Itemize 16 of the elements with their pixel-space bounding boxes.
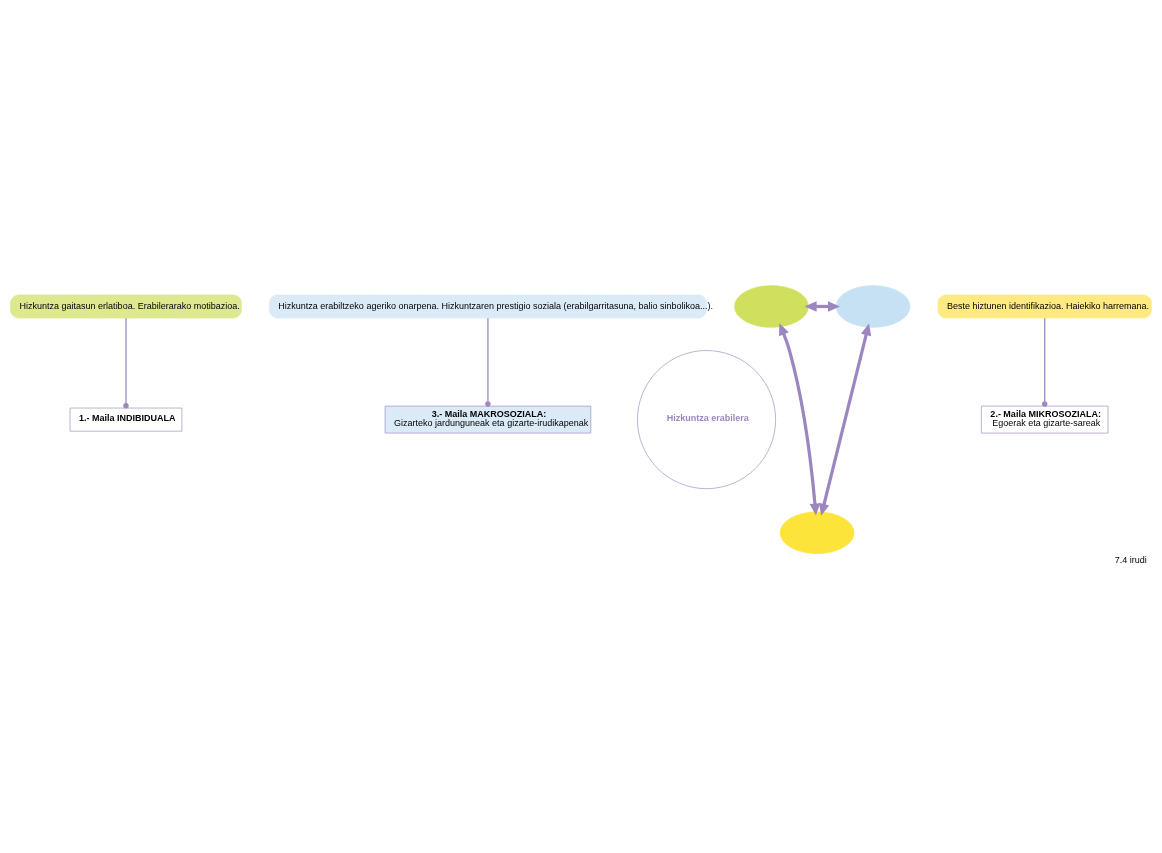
node-box: 3.- Maila MAKROSOZIALA: Gizarteko jardunguneak eta gizarte-irudikapenak [384, 405, 592, 433]
connector [485, 317, 491, 407]
arrow [818, 322, 872, 516]
node-box: 1.- Maila INDIBIDUALA [69, 407, 183, 431]
node-circle: Hizkuntza erabilera [637, 349, 776, 489]
node-arc [779, 511, 855, 554]
node-arc [734, 284, 809, 328]
node-box: 2.- Maila MIKROSOZIALA: Egoerak eta gizarte-sareak [981, 405, 1109, 433]
caption: 7.4 irudi [1114, 554, 1147, 565]
arrow [779, 322, 821, 516]
node-box: Hizkuntza gaitasun erlatiboa. Erabilerarako motibazioa. [10, 294, 242, 318]
arrow [804, 300, 841, 312]
connector [1042, 317, 1048, 407]
connector [123, 317, 129, 408]
node-arc [835, 284, 911, 328]
node-box: Beste hiztunen identifikazioa. Haiekiko harremana. [937, 294, 1152, 318]
